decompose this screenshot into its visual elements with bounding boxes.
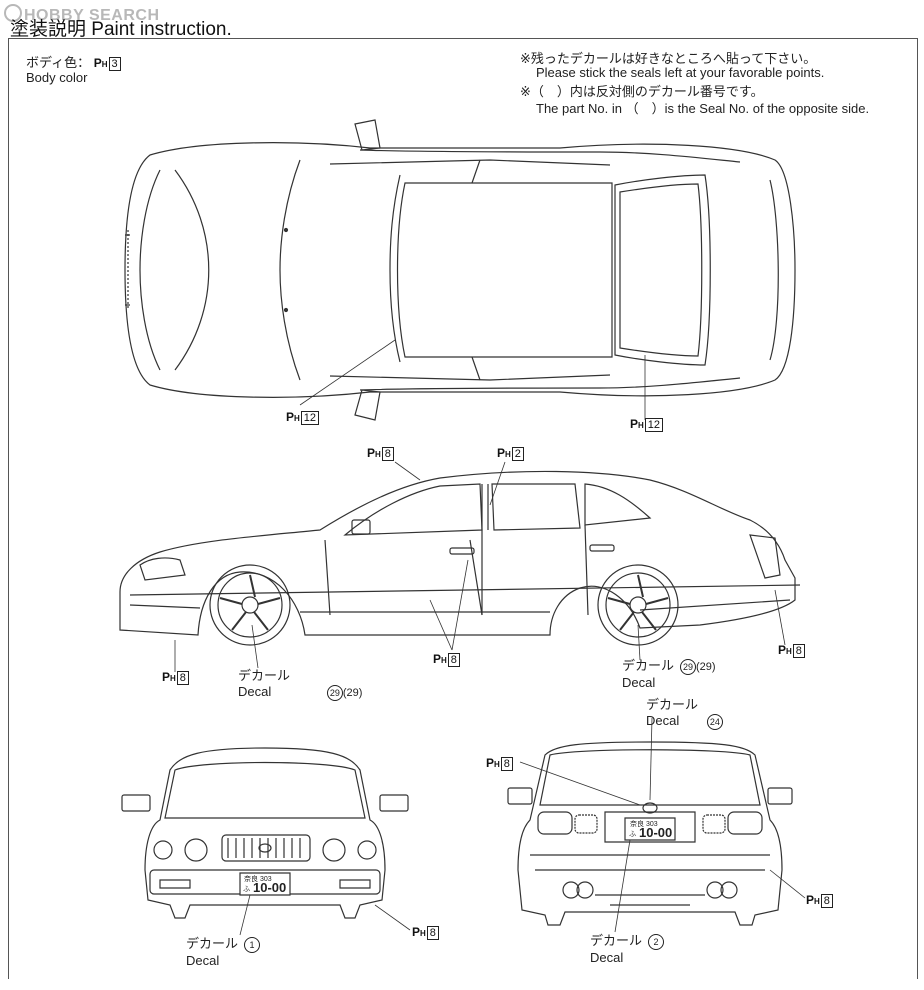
callout-num: 8 xyxy=(500,757,513,771)
callout-p: P xyxy=(162,670,171,684)
callout-h: H xyxy=(505,450,511,459)
callout-h: H xyxy=(170,674,176,683)
callout-p: P xyxy=(433,652,442,666)
watermark-text: HOBBY SEARCH xyxy=(24,7,160,24)
page-title: 塗装説明 Paint instruction. xyxy=(10,19,232,40)
front-plate-kana: ふ xyxy=(243,886,250,893)
code-p: P xyxy=(93,56,102,70)
decal-num: 2 xyxy=(648,933,665,950)
callout-p: P xyxy=(806,893,815,907)
decal-jp: デカール xyxy=(622,658,675,673)
decal-num: 29 xyxy=(680,658,697,675)
note-line-1: ※残ったデカールは好きなところへ貼って下さい。 xyxy=(520,51,817,66)
hobby-search-watermark: HOBBY SEARCH xyxy=(4,4,160,25)
callout-num: 12 xyxy=(300,411,320,425)
decal-front-wheel-number: 29(29) xyxy=(326,684,363,701)
decal-opp-num: (29) xyxy=(342,687,363,699)
callout-p: P xyxy=(486,756,495,770)
callout-p: P xyxy=(412,925,421,939)
rear-plate-top: 奈良 303 xyxy=(630,821,658,828)
instruction-frame xyxy=(8,38,918,979)
callout-num: 8 xyxy=(381,447,394,461)
decal-jp: デカール xyxy=(646,697,699,712)
car-top-view xyxy=(125,120,795,420)
decal-en: Decal xyxy=(622,675,656,690)
decal-num: 24 xyxy=(706,713,723,730)
callout-p: P xyxy=(286,410,295,424)
decal-num: 29 xyxy=(326,684,343,701)
note-line-4: The part No. in （ ）is the Seal No. of th… xyxy=(536,101,870,116)
car-side-view xyxy=(120,462,800,672)
code-num: 3 xyxy=(108,57,121,71)
callout-h: H xyxy=(494,760,500,769)
decal-rear-wheel-number: 29(29) xyxy=(680,658,716,675)
callout-num: 8 xyxy=(820,894,833,908)
decal-rear-plate: デカール 2 Decal xyxy=(590,933,665,966)
decal-front-wheel: デカール Decal 29(29) xyxy=(238,668,362,701)
callout-h: H xyxy=(814,897,820,906)
callout-h: H xyxy=(294,414,300,423)
decal-jp: デカール xyxy=(238,668,291,683)
callout-num: 8 xyxy=(426,926,439,940)
callout-num: 8 xyxy=(792,644,805,658)
decal-jp: デカール xyxy=(186,936,239,951)
car-front-view xyxy=(122,748,410,935)
note-line-3: ※（ ）内は反対側のデカール番号です。 xyxy=(520,84,764,99)
note-line-2: Please stick the seals left at your favo… xyxy=(536,65,825,80)
front-plate-top: 奈良 303 xyxy=(244,876,272,883)
callout-num: 8 xyxy=(447,653,460,667)
body-color-en: Body color xyxy=(26,70,88,85)
code-h: H xyxy=(101,60,108,69)
callout-p: P xyxy=(497,446,506,460)
decal-num: 1 xyxy=(244,936,261,953)
callout-num: 2 xyxy=(511,447,524,461)
body-color-jp: ボディ色： xyxy=(26,55,91,70)
decal-opp-num: (29) xyxy=(696,661,716,673)
callout-h: H xyxy=(375,450,381,459)
decal-front-plate: デカール 1 Decal xyxy=(186,936,261,969)
rear-plate-kana: ふ xyxy=(629,831,636,838)
decal-en: Decal xyxy=(186,952,220,968)
callout-h: H xyxy=(441,656,447,665)
callout-num: 12 xyxy=(644,418,664,432)
car-rear-view xyxy=(508,718,805,932)
callout-p: P xyxy=(630,417,639,431)
decal-en: Decal xyxy=(646,713,680,728)
decal-rear-emblem: デカール Decal 24 xyxy=(646,697,723,730)
decal-jp: デカール xyxy=(590,933,643,948)
callout-num: 8 xyxy=(176,671,189,685)
callout-h: H xyxy=(420,929,426,938)
decal-en: Decal xyxy=(238,684,272,699)
decal-en: Decal xyxy=(590,949,624,965)
callout-p: P xyxy=(367,446,376,460)
hobby-search-logo-icon xyxy=(4,4,22,22)
decal-rear-wheel: デカール 29(29) Decal xyxy=(622,658,716,691)
callout-h: H xyxy=(786,647,792,656)
rear-plate-number: 10-00 xyxy=(639,825,673,840)
callout-h: H xyxy=(638,421,644,430)
front-plate-number: 10-00 xyxy=(253,880,287,895)
callout-p: P xyxy=(778,643,787,657)
